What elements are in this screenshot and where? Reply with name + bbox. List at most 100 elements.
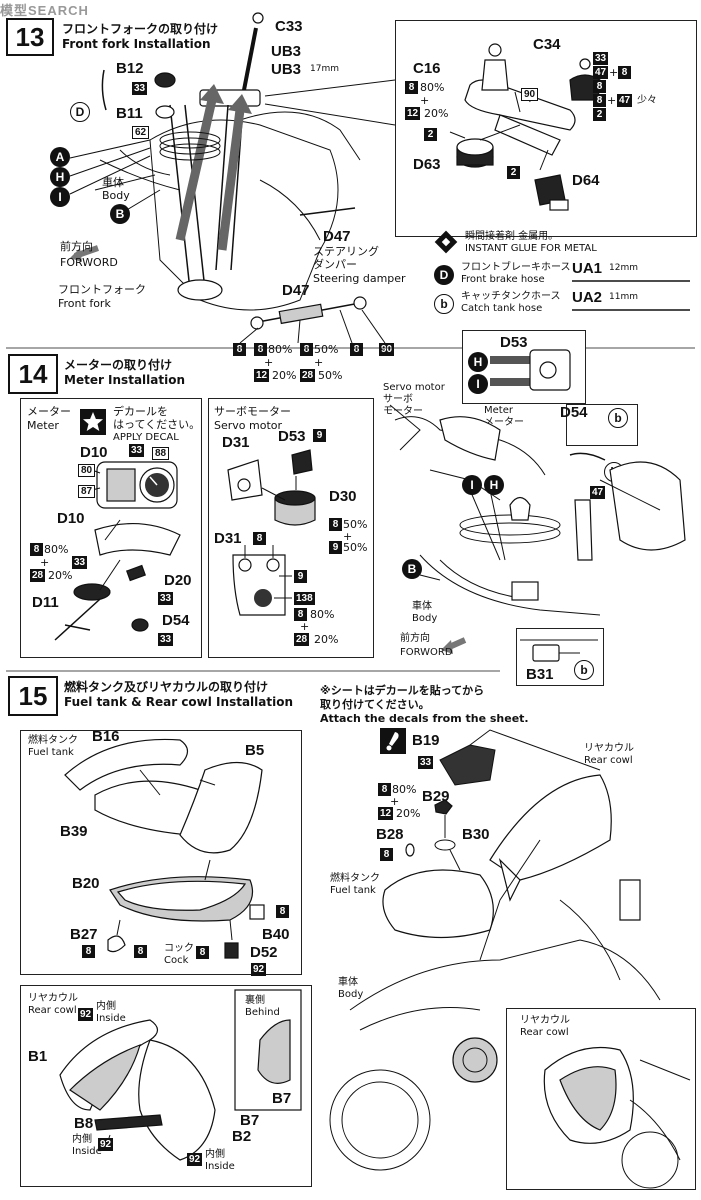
part-d54: D54	[162, 612, 190, 629]
code-92: 92	[98, 1138, 114, 1151]
rear3-en: Rear cowl	[520, 1027, 569, 1038]
part-c16: C16	[413, 60, 441, 77]
decal-jp-1: デカールを	[113, 405, 168, 418]
part-d31-b: D31	[214, 530, 242, 547]
servo-jp: サーボモーター	[214, 405, 291, 418]
part-b12: B12	[116, 60, 144, 77]
ua2-line	[572, 309, 690, 311]
pct-small: 少々	[637, 95, 657, 106]
inside3-jp: 内側	[205, 1149, 225, 1160]
pct-50: 50%	[318, 369, 343, 382]
code-8: 8	[82, 945, 95, 958]
part-d20: D20	[164, 572, 192, 589]
marker-b: B	[402, 559, 422, 579]
code-28: 28	[300, 369, 316, 382]
part-ub3-a: UB3	[271, 43, 302, 60]
steering-stem-panel	[395, 20, 697, 237]
body-label-en: Body	[102, 189, 130, 202]
marker-a: A	[50, 147, 70, 167]
fork-label-en: Front fork	[58, 297, 111, 310]
marker-h: H	[468, 352, 488, 372]
hose-b-marker: b	[574, 660, 594, 680]
meter-en: Meter	[27, 419, 59, 432]
divider	[6, 670, 500, 672]
part-c33: C33	[275, 18, 303, 35]
code-8: 8	[196, 946, 209, 959]
part-b7: B7	[240, 1112, 260, 1129]
body3-en: Body	[338, 989, 364, 1000]
code-33: 33	[418, 756, 434, 769]
part-d47-small: D47	[323, 228, 351, 245]
meter-face-drawing	[54, 461, 181, 641]
marker-i: I	[50, 187, 70, 207]
fuel-en: Fuel tank	[28, 747, 74, 758]
step-15-title-jp: 燃料タンク及びリヤカウルの取り付け	[64, 680, 269, 694]
seat-note-jp-2: 取り付けてください。	[320, 698, 430, 711]
pct-50: 50%	[343, 518, 368, 531]
part-d64: D64	[572, 172, 600, 189]
code-8: 8	[30, 543, 43, 556]
step-15-number: 15	[8, 676, 58, 716]
code-8: 8	[300, 343, 313, 356]
code-28: 28	[30, 569, 46, 582]
inside-en: Inside	[96, 1013, 126, 1024]
part-d63: D63	[413, 156, 441, 173]
code-8: 8	[618, 66, 631, 79]
marker-h: H	[50, 167, 70, 187]
watermark: 模型SEARCH	[0, 3, 89, 18]
part-b39: B39	[60, 823, 88, 840]
b31-inset-drawing	[520, 639, 598, 662]
code-12: 12	[405, 107, 421, 120]
code-47: 47	[590, 486, 606, 499]
fork-label-jp: フロントフォーク	[58, 283, 146, 296]
pct-plus: +	[607, 94, 617, 107]
step-13-title-jp: フロントフォークの取り付け	[62, 22, 219, 36]
ua1-line	[572, 280, 690, 282]
pct-20: 20%	[272, 369, 297, 382]
rear-cowl-panel	[20, 985, 312, 1187]
part-d11: D11	[32, 594, 59, 611]
catch-hose-en: Catch tank hose	[461, 303, 543, 314]
code-33: 33	[593, 52, 609, 65]
pct-plus: +	[314, 356, 324, 369]
part-ub3-b: UB3	[271, 61, 302, 78]
rear2-jp: リヤカウル	[584, 743, 634, 754]
code-28: 28	[294, 633, 310, 646]
code-8: 8	[329, 518, 342, 531]
part-ua2: UA2	[572, 289, 603, 306]
pct-plus: +	[264, 356, 274, 369]
code-8: 8	[276, 905, 289, 918]
code-47: 47	[617, 94, 633, 107]
pct-20: 20%	[424, 107, 449, 120]
pct-20: 20%	[314, 633, 339, 646]
marker-i: I	[468, 374, 488, 394]
part-d10-b: D10	[57, 510, 85, 527]
part-d47: D47	[282, 282, 310, 299]
damper-en: Steering damper	[313, 272, 406, 285]
glue-en: INSTANT GLUE FOR METAL	[465, 243, 597, 254]
damper-jp-2: ダンパー	[313, 258, 357, 271]
part-b8: B8	[74, 1115, 94, 1132]
part-b28: B28	[376, 826, 404, 843]
servo-en: Servo motor	[214, 419, 283, 432]
part-d30: D30	[329, 488, 357, 505]
inside-jp: 内側	[96, 1001, 116, 1012]
part-b40: B40	[262, 926, 290, 943]
hose-b-legend-marker: b	[434, 294, 454, 314]
pct-plus: +	[609, 66, 619, 79]
meter-panel	[20, 398, 202, 658]
part-b2: B2	[232, 1128, 252, 1145]
fuel-tank-panel	[20, 730, 302, 975]
fuel2-en: Fuel tank	[330, 885, 376, 896]
code-8: 8	[593, 94, 606, 107]
code-33: 33	[72, 556, 88, 569]
hose-d-legend-marker: D	[434, 265, 454, 285]
brake-hose-jp: フロントブレーキホース	[461, 262, 571, 273]
code-8: 8	[254, 343, 267, 356]
part-d52: D52	[250, 944, 278, 961]
code-8: 8	[378, 783, 391, 796]
ub3-length: 17mm	[310, 64, 339, 74]
pct-80: 80%	[310, 608, 335, 621]
servo-motor-en: Servo motor	[383, 382, 445, 393]
